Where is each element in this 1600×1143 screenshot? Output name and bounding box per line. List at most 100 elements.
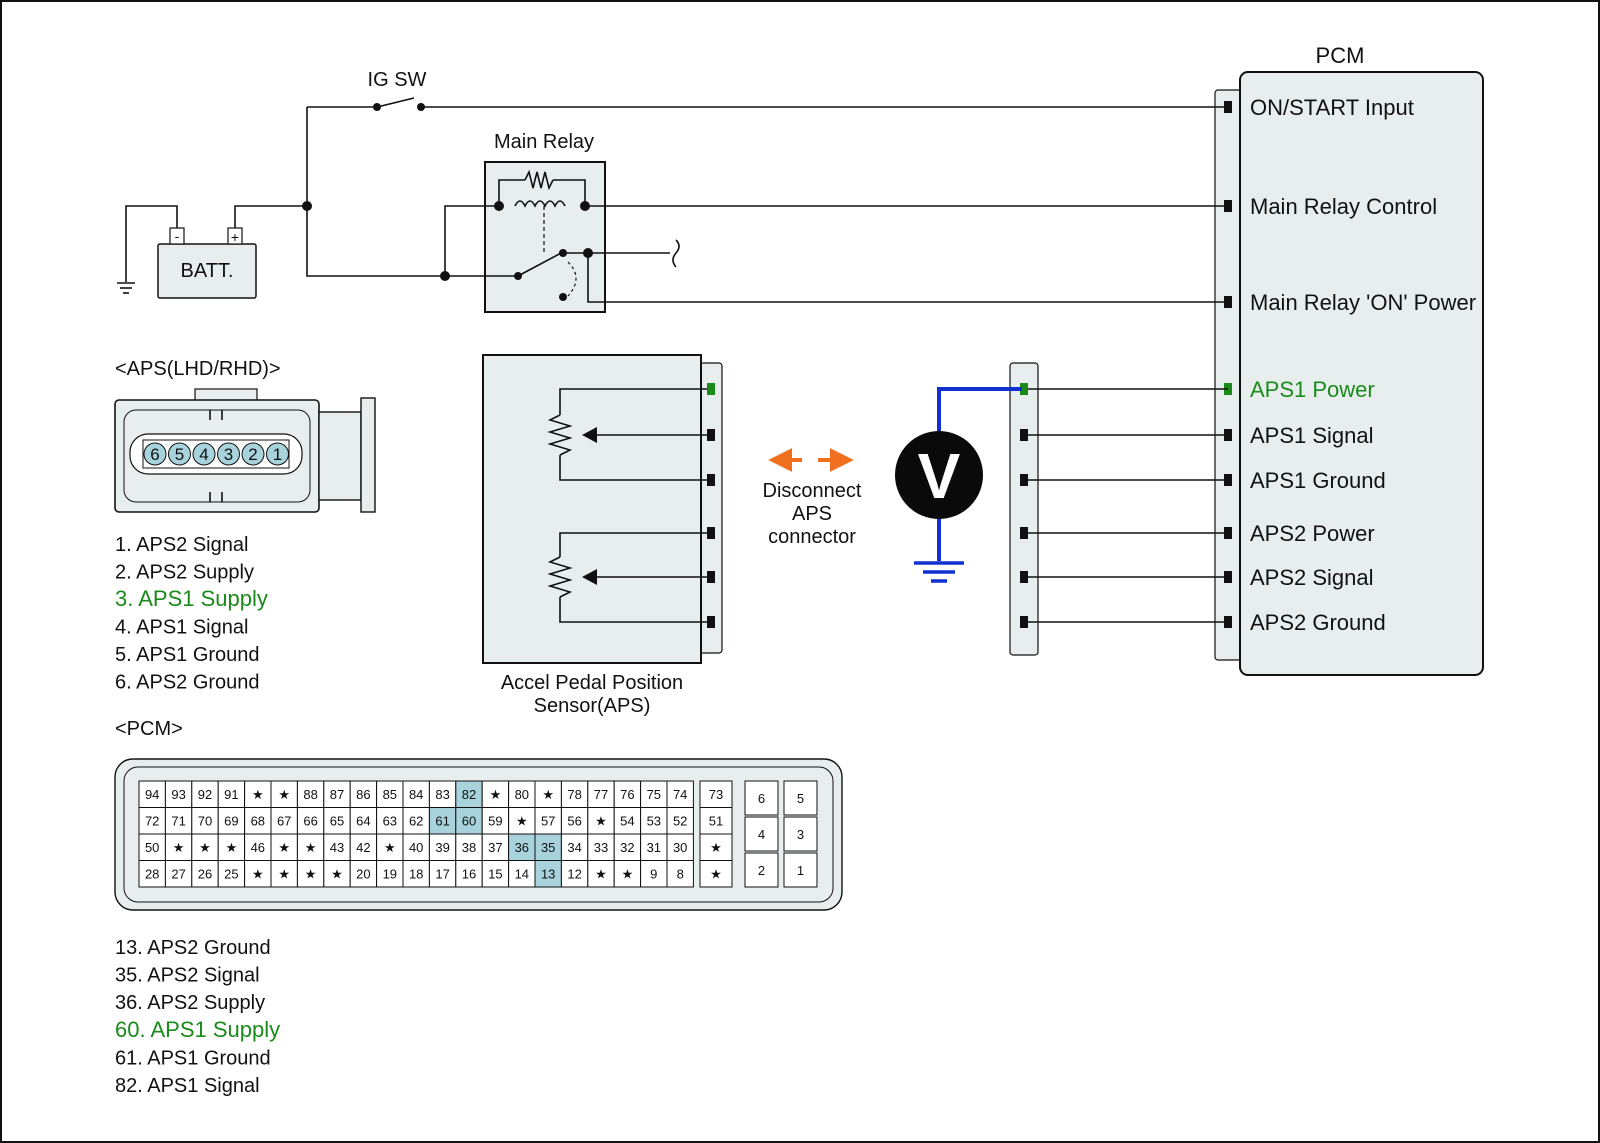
pcm-pin-cell — [138, 807, 166, 835]
pcm-pin-cell — [744, 852, 779, 888]
pcm-pin-number: ★ — [595, 867, 607, 882]
pcm-pin-number: 53 — [647, 814, 661, 829]
pcm-pin-list-item: 61. APS1 Ground — [115, 1047, 271, 1069]
pcm-pin-cell — [455, 833, 483, 861]
pcm-pin-cell — [296, 860, 325, 888]
aps-pin-circle — [168, 442, 191, 466]
pcm-pin-number: ★ — [278, 787, 290, 802]
pcm-pin-number: 91 — [224, 787, 238, 802]
pcm-pin-cell — [508, 833, 536, 861]
pcm-pin-number: 17 — [435, 867, 449, 882]
aps-sensor-label-line2: Sensor(APS) — [534, 695, 651, 717]
pcm-pin-number: 54 — [620, 814, 634, 829]
pcm-pin-cell — [402, 807, 430, 835]
aps-pin-list-item: 6. APS2 Ground — [115, 672, 260, 694]
aps-connector-drawing — [114, 388, 376, 513]
aps-pin-circle — [241, 442, 265, 466]
aps-connector-title: <APS(LHD/RHD)> — [115, 358, 281, 380]
pcm-pin-number: 20 — [356, 867, 370, 882]
aps-pin-number: 3 — [224, 445, 233, 464]
pcm-pin-cell — [783, 852, 818, 888]
pcm-pin-cell — [481, 807, 510, 835]
pcm-pin-number: 9 — [650, 867, 657, 882]
pcm-pin-number: 68 — [251, 814, 265, 829]
pcm-pin-cell — [376, 780, 404, 808]
pcm-pin-number: 86 — [356, 787, 370, 802]
voltmeter-probe-wires — [914, 387, 1022, 583]
pcm-pin-cell — [699, 860, 733, 888]
pcm-pin-number: ★ — [173, 840, 185, 855]
pcm-pin-cell — [560, 860, 589, 888]
pcm-pin-number: 52 — [673, 814, 687, 829]
pcm-pin-cell — [508, 807, 536, 835]
pcm-pin-number: 94 — [145, 787, 159, 802]
pcm-pin-number: 83 — [435, 787, 449, 802]
pcm-pin-number: 14 — [515, 867, 529, 882]
pcm-pin-number: 60 — [462, 814, 476, 829]
pcm-pin-number: 40 — [409, 840, 423, 855]
pcm-pin-cell — [217, 860, 246, 888]
pcm-pin-number: 42 — [356, 840, 370, 855]
pcm-pin-list-item: 35. APS2 Signal — [115, 965, 260, 987]
pcm-pin-number: ★ — [710, 840, 722, 855]
pcm-pin-number: 69 — [224, 814, 238, 829]
aps-pin-list-item: 4. APS1 Signal — [115, 617, 248, 639]
aps-pin-circle — [192, 442, 216, 466]
pcm-pin-cell — [613, 780, 642, 808]
aps-pin-list-item: 2. APS2 Supply — [115, 562, 254, 584]
pcm-connector-title: <PCM> — [115, 718, 183, 740]
pcm-pin-number: 67 — [277, 814, 291, 829]
aps-pin-circle — [217, 442, 240, 466]
pcm-pin-cell — [744, 816, 779, 852]
pcm-pin-number: 8 — [677, 867, 684, 882]
pcm-pin-number: 1 — [797, 863, 804, 878]
pcm-pin-number: 75 — [647, 787, 661, 802]
battery: - + BATT. — [157, 227, 257, 299]
pcm-pin-cell — [349, 833, 378, 861]
pcm-pin-number: 74 — [673, 787, 687, 802]
pcm-pin-list-item: 36. APS2 Supply — [115, 992, 265, 1014]
pcm-pin-number: 82 — [462, 787, 476, 802]
pcm-pin-number: 33 — [594, 840, 608, 855]
pcm-pin-cell — [376, 833, 404, 861]
pcm-pin-cell — [699, 780, 733, 808]
pcm-pin-number: 66 — [303, 814, 317, 829]
pcm-pin-number: 62 — [409, 814, 423, 829]
pcm-pin-number: 30 — [673, 840, 687, 855]
pcm-pin-number: 36 — [515, 840, 529, 855]
pcm-pin-cell — [783, 780, 818, 816]
pcm-pin-cell — [191, 807, 219, 835]
pcm-pin-cell — [323, 860, 351, 888]
pcm-pin-number: 25 — [224, 867, 238, 882]
pcm-box — [1239, 71, 1484, 676]
pcm-pin-number: 76 — [620, 787, 634, 802]
pcm-pin-cell — [164, 807, 193, 835]
battery-minus: - — [175, 228, 180, 244]
main-relay — [484, 161, 606, 313]
pcm-pin-number: ★ — [252, 867, 264, 882]
pcm-pin-number: ★ — [710, 867, 722, 882]
disconnect-label-line2: APS — [792, 503, 832, 525]
pcm-pin-number: ★ — [199, 840, 211, 855]
pcm-pin-number: 73 — [709, 787, 723, 802]
pcm-pin-number: 39 — [435, 840, 449, 855]
pcm-pin-number: 51 — [709, 814, 723, 829]
pcm-pin-cell — [402, 833, 430, 861]
aps-pin-number: 1 — [273, 445, 282, 464]
pcm-terminal-label: APS2 Ground — [1250, 610, 1386, 635]
pcm-pin-number: 78 — [567, 787, 581, 802]
aps-pin-list-item: 3. APS1 Supply — [115, 586, 268, 611]
pcm-pin-number: 72 — [145, 814, 159, 829]
pcm-pin-number: 12 — [567, 867, 581, 882]
pcm-pin-cell — [349, 860, 378, 888]
pcm-pin-cell — [455, 860, 483, 888]
aps-sensor-label-line1: Accel Pedal Position — [501, 672, 683, 694]
battery-plus: + — [231, 229, 239, 245]
ig-switch — [307, 97, 1228, 111]
pcm-pin-cell — [587, 860, 615, 888]
pcm-pin-cell — [481, 780, 510, 808]
pcm-pin-number: ★ — [622, 867, 634, 882]
